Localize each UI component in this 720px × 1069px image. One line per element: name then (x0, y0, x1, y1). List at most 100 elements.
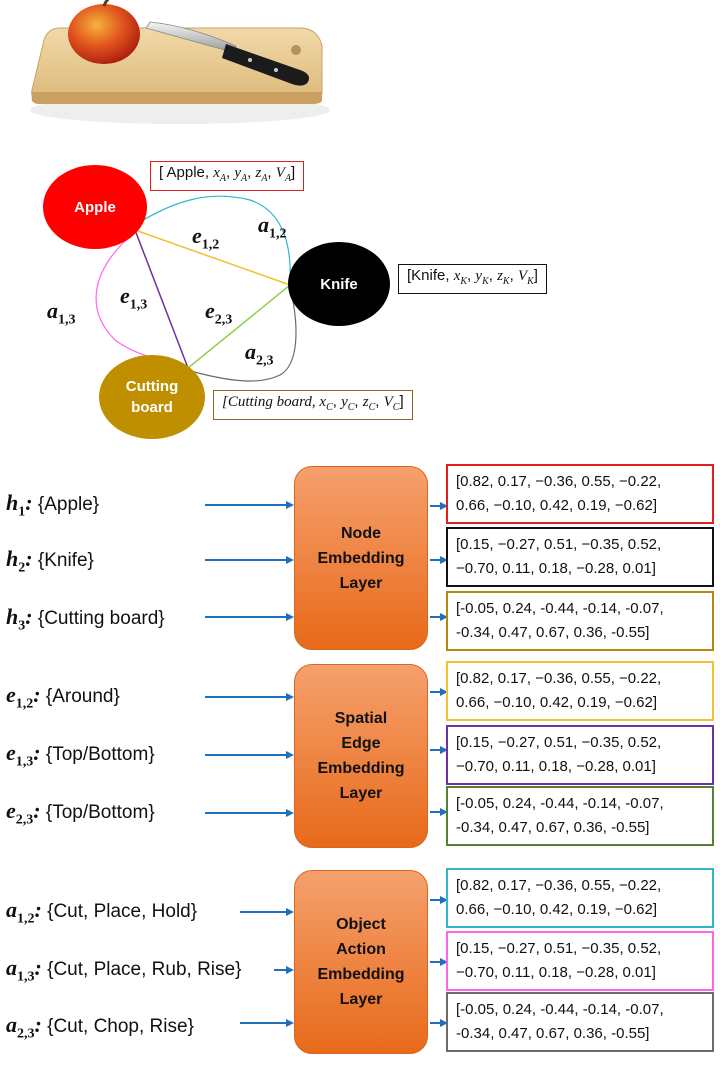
vector-line: -0.34, 0.47, 0.67, 0.36, -0.55] (456, 1025, 650, 1042)
action-row-a23: a2,3: {Cut, Chop, Rise} (6, 1013, 194, 1046)
attr-variable: yK (475, 268, 489, 287)
row-value: {Cut, Place, Rub, Rise} (47, 959, 242, 980)
row-separator: : (34, 897, 42, 922)
apple-knife-board-photo (30, 0, 330, 124)
row-separator: : (25, 604, 33, 629)
edge-symbol: e (192, 223, 202, 248)
vector-line: [0.15, −0.27, 0.51, −0.35, 0.52, (456, 734, 662, 751)
attr-suffix: ] (291, 164, 296, 181)
apple-node-label-line: Apple (74, 199, 116, 216)
edge-label-a13: a1,3 (47, 298, 76, 328)
attr-subscript: K (482, 276, 489, 287)
attr-subscript: A (284, 173, 292, 184)
edge-subscript: 1,3 (129, 297, 148, 313)
layer-label-line: Action (336, 941, 386, 958)
apple-attribute-box: [ Apple, xA, yA, zA, VA] (150, 161, 305, 191)
node-row-h3: h3: {Cutting board} (6, 605, 165, 638)
edge-e23-line (187, 284, 291, 369)
edge-label-e12: e1,2 (192, 223, 219, 253)
layer-label-line: Embedding (317, 549, 405, 567)
edge-e13-line (134, 229, 189, 369)
vector-line: [-0.05, 0.24, -0.44, -0.14, -0.07, (456, 1001, 664, 1018)
knife-attribute-box: [Knife, xK, yK, zK, VK] (398, 264, 547, 294)
cutting-board-node (99, 355, 205, 439)
edge-row-e23: e2,3: {Top/Bottom} (6, 799, 155, 832)
edge-label-e13: e1,3 (120, 283, 147, 313)
attr-subscript: C (347, 402, 355, 413)
row-value: {Cut, Place, Hold} (47, 901, 198, 922)
layer-label-line: Layer (339, 574, 383, 592)
vector-line: [0.82, 0.17, −0.36, 0.55, −0.22, (456, 877, 662, 894)
layer-label-line: Layer (339, 785, 383, 802)
layer-label-line: Object (336, 916, 386, 933)
vector-line: −0.70, 0.11, 0.18, −0.28, 0.01] (456, 758, 656, 775)
cutting-board-node-label-line: Cutting (125, 378, 179, 395)
row-value: {Cut, Chop, Rise} (47, 1016, 194, 1037)
vector-line: [-0.05, 0.24, -0.44, -0.14, -0.07, (456, 795, 664, 812)
vector-line: [0.15, −0.27, 0.51, −0.35, 0.52, (456, 940, 662, 957)
row-symbol: a1,2 (6, 897, 35, 927)
attr-variable: zC (362, 394, 376, 413)
attr-variable: xC (319, 394, 333, 413)
row-symbol: e1,3 (6, 740, 34, 770)
attr-subscript: K (527, 276, 534, 287)
apple-image (68, 4, 140, 64)
knife-rivet (274, 68, 278, 72)
edge-label-e23: e2,3 (205, 298, 232, 328)
node-vector-h1: [0.82, 0.17, −0.36, 0.55, −0.22, 0.66, −0… (446, 464, 714, 524)
row-value: {Top/Bottom} (45, 802, 155, 823)
cutting-board-node-label: Cutting board (102, 376, 202, 418)
action-row-a13: a1,3: {Cut, Place, Rub, Rise} (6, 956, 241, 989)
attr-subscript: K (460, 276, 468, 287)
edge-symbol: e (205, 298, 215, 323)
vector-line: 0.66, −0.10, 0.42, 0.19, −0.62] (456, 901, 657, 918)
vector-line: [0.82, 0.17, −0.36, 0.55, −0.22, (456, 473, 662, 490)
attr-suffix: ] (399, 393, 404, 410)
attr-variable: xK (453, 268, 468, 287)
edge-row-e13: e1,3: {Top/Bottom} (6, 741, 155, 774)
board-edge (31, 92, 323, 104)
cutting-board-attribute-box: [Cutting board, xC, yC, zC, VC] (213, 390, 413, 420)
knife-handle (222, 44, 309, 86)
row-separator: : (34, 955, 42, 980)
attr-variable: VA (275, 165, 292, 184)
row-separator: : (33, 740, 41, 765)
layer-label-line: Embedding (317, 966, 405, 983)
row-symbol: h1 (6, 490, 26, 520)
layer-label-line: Edge (341, 735, 381, 752)
vector-line: -0.34, 0.47, 0.67, 0.36, -0.55] (456, 819, 650, 836)
row-symbol: e1,2 (6, 682, 34, 712)
action-vector-a12: [0.82, 0.17, −0.36, 0.55, −0.22, 0.66, −0… (446, 868, 714, 928)
attr-variable: zA (255, 165, 268, 184)
attr-variable: xA (213, 165, 226, 184)
node-vector-h2: [0.15, −0.27, 0.51, −0.35, 0.52, −0.70, 0… (446, 527, 714, 587)
node-row-h2: h2: {Knife} (6, 547, 94, 580)
vector-line: [0.15, −0.27, 0.51, −0.35, 0.52, (456, 536, 662, 553)
knife-node-label: Knife (289, 274, 389, 295)
edge-subscript: 1,2 (201, 237, 220, 253)
row-value: {Top/Bottom} (45, 744, 155, 765)
edge-subscript: 2,3 (214, 312, 233, 328)
board-hole (291, 45, 301, 55)
cutting-board-node-label-line: board (131, 399, 173, 416)
apple-stem (102, 0, 110, 7)
edge-subscript: 2,3 (256, 353, 274, 369)
apple-node (43, 165, 147, 249)
vector-line: 0.66, −0.10, 0.42, 0.19, −0.62] (456, 497, 657, 514)
attr-subscript: C (368, 402, 376, 413)
attr-subscript: A (261, 173, 268, 184)
apple-node-label: Apple (45, 197, 145, 218)
attr-subscript: C (392, 402, 400, 413)
row-symbol: e2,3 (6, 798, 34, 828)
vector-line: [0.82, 0.17, −0.36, 0.55, −0.22, (456, 670, 662, 687)
node-vector-h3: [-0.05, 0.24, -0.44, -0.14, -0.07,-0.34,… (446, 591, 714, 651)
row-separator: : (34, 1012, 42, 1037)
knife-node (288, 242, 390, 326)
node-row-h1: h1: {Apple} (6, 491, 99, 524)
layer-label-line: Layer (339, 991, 383, 1008)
vector-line: −0.70, 0.11, 0.18, −0.28, 0.01] (456, 560, 656, 577)
edge-vector-e13: [0.15, −0.27, 0.51, −0.35, 0.52, −0.70, 0… (446, 725, 714, 785)
